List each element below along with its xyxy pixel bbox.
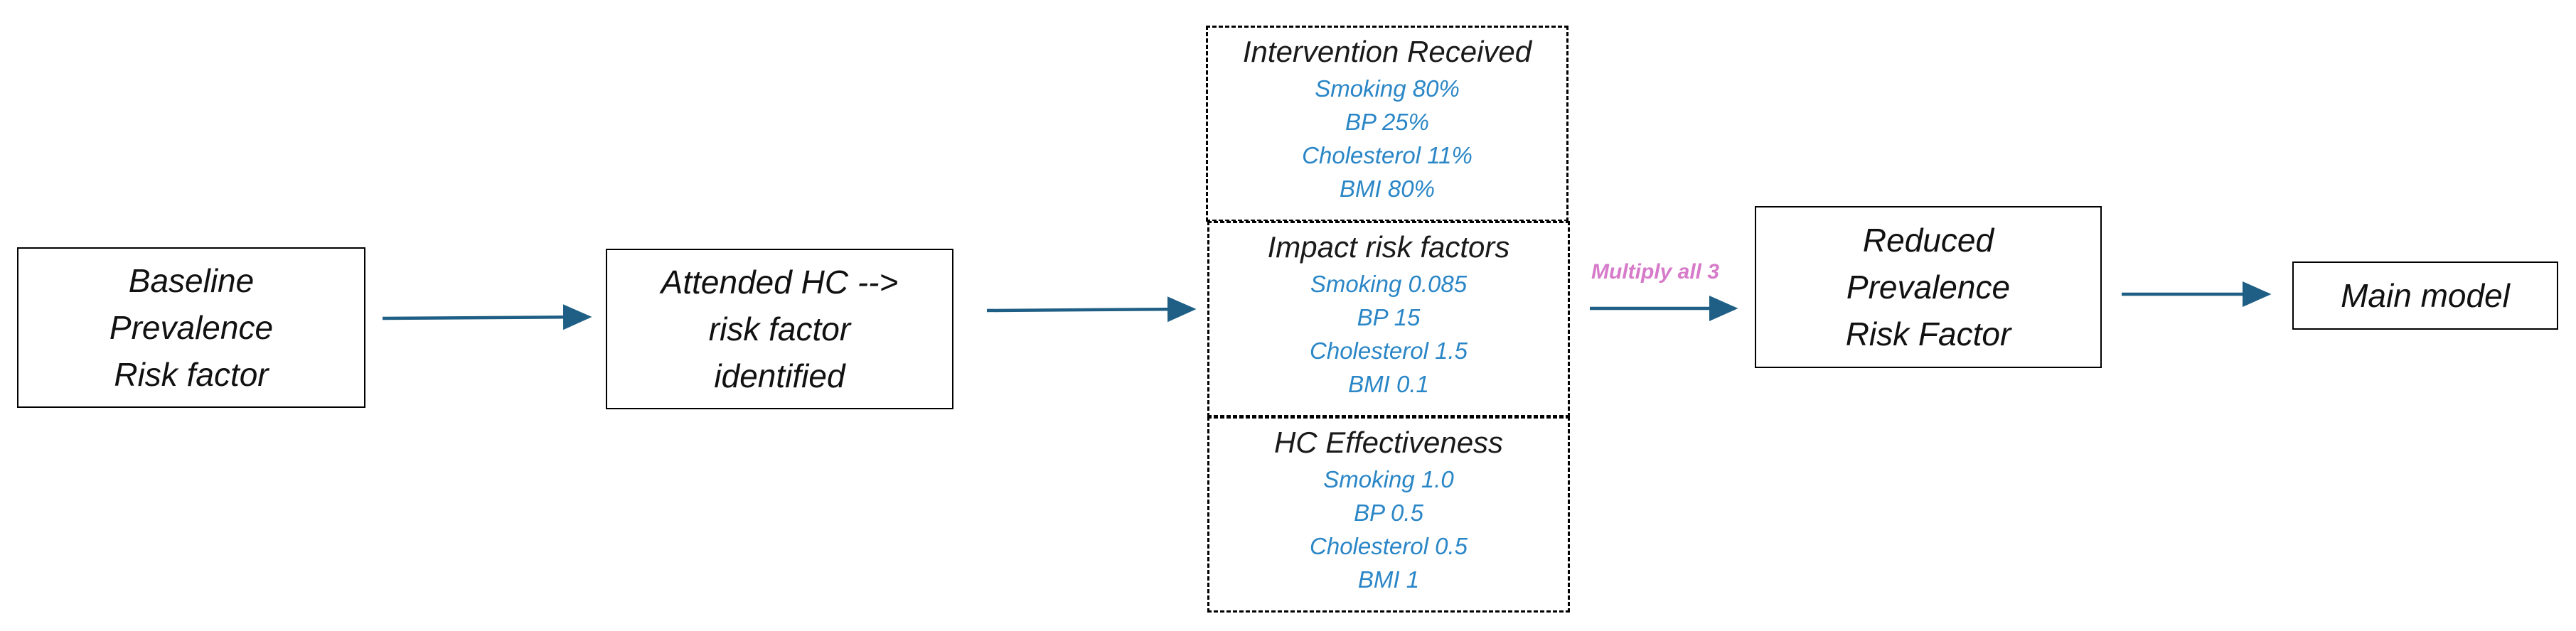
attended-hc-label: Attended HC --> risk factor identified (661, 259, 899, 399)
attended-line-2: risk factor (708, 311, 851, 347)
intervention-received-title: Intervention Received (1242, 35, 1532, 68)
arrow-baseline-to-attended (382, 304, 592, 330)
arrow-attended-to-panels (986, 296, 1197, 323)
reduced-line-3: Risk Factor (1845, 316, 2011, 352)
hc-effectiveness-title: HC Effectiveness (1273, 426, 1504, 459)
reduced-line-1: Reduced (1862, 222, 1994, 259)
intervention-item-bmi: BMI 80% (1340, 176, 1435, 202)
effectiveness-item-bp: BP 0.5 (1354, 500, 1423, 526)
baseline-prevalence-label: Baseline Prevalence Risk factor (109, 257, 273, 398)
reduced-prevalence-box: Reduced Prevalence Risk Factor (1755, 206, 2102, 368)
attended-line-1: Attended HC --> (661, 264, 899, 301)
effectiveness-item-bmi: BMI 1 (1357, 566, 1420, 593)
baseline-line-1: Baseline (128, 262, 255, 299)
reduced-prevalence-label: Reduced Prevalence Risk Factor (1846, 217, 2011, 357)
main-model-label: Main model (2341, 277, 2510, 314)
attended-hc-box: Attended HC --> risk factor identified (606, 249, 953, 409)
baseline-line-2: Prevalence (109, 309, 274, 346)
impact-risk-factors-title: Impact risk factors (1267, 230, 1510, 264)
impact-risk-factors-items: Smoking 0.085 BP 15 Cholesterol 1.5 BMI … (1209, 267, 1568, 401)
effectiveness-item-smoking: Smoking 1.0 (1323, 466, 1454, 492)
impact-item-cholesterol: Cholesterol 1.5 (1310, 338, 1468, 364)
intervention-item-bp: BP 25% (1345, 109, 1429, 135)
intervention-received-items: Smoking 80% BP 25% Cholesterol 11% BMI 8… (1208, 72, 1566, 205)
hc-effectiveness-items: Smoking 1.0 BP 0.5 Cholesterol 0.5 BMI 1 (1209, 463, 1568, 596)
multiply-all-label: Multiply all 3 (1591, 260, 1720, 284)
baseline-prevalence-box: Baseline Prevalence Risk factor (17, 247, 365, 408)
intervention-item-smoking: Smoking 80% (1315, 75, 1460, 102)
reduced-line-2: Prevalence (1846, 269, 2011, 306)
impact-item-bmi: BMI 0.1 (1348, 371, 1429, 397)
attended-line-3: identified (714, 357, 845, 394)
main-model-box: Main model (2292, 261, 2558, 330)
intervention-item-cholesterol: Cholesterol 11% (1302, 142, 1473, 168)
effectiveness-item-cholesterol: Cholesterol 0.5 (1310, 533, 1468, 559)
impact-item-bp: BP 15 (1357, 304, 1421, 330)
intervention-received-panel: Intervention Received Smoking 80% BP 25%… (1206, 26, 1568, 222)
baseline-line-3: Risk factor (114, 356, 269, 393)
hc-effectiveness-panel: HC Effectiveness Smoking 1.0 BP 0.5 Chol… (1207, 416, 1570, 613)
impact-risk-factors-panel: Impact risk factors Smoking 0.085 BP 15 … (1207, 221, 1570, 417)
impact-item-smoking: Smoking 0.085 (1310, 271, 1468, 297)
